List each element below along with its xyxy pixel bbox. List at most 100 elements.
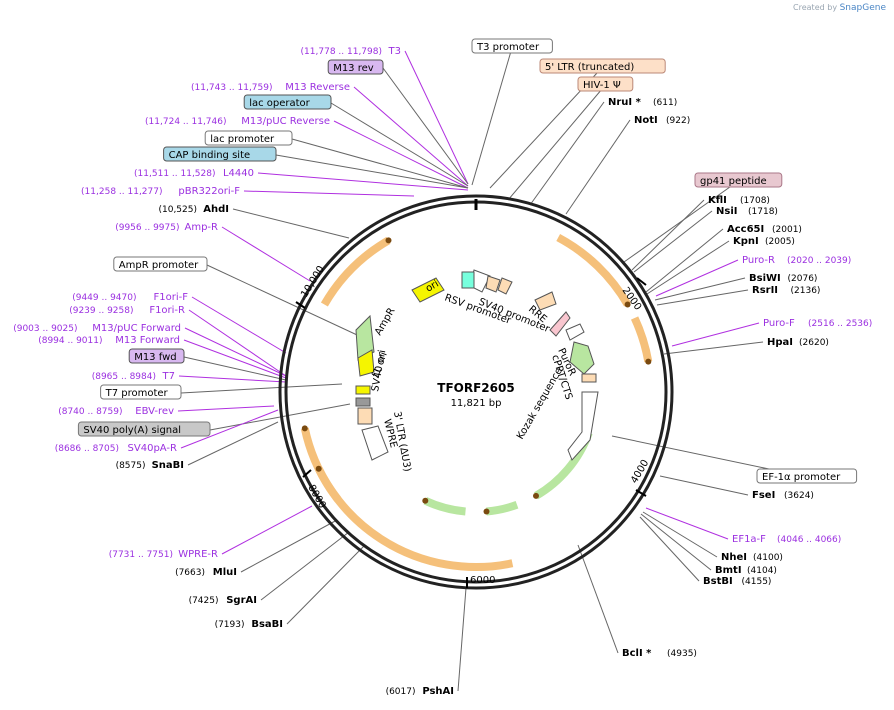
primer-puro-f[interactable]: Puro-F(2516 .. 2536) (763, 318, 872, 329)
primer-f1ori-r-leader (188, 309, 287, 377)
site-bstbi-text: BstBI (703, 576, 733, 587)
primer-m13-puc-forward[interactable]: M13/pUC Forward(9003 .. 9025) (13, 323, 181, 334)
site-nrui[interactable]: NruI *(611) (608, 97, 677, 108)
primer-m13-forward[interactable]: M13 Forward(8994 .. 9011) (38, 335, 180, 346)
feature-arc-green-low (423, 497, 466, 516)
site-snabi[interactable]: SnaBI(8575) (116, 460, 184, 471)
site-ahdi[interactable]: AhdI(10,525) (158, 204, 229, 215)
primer-puro-r-leader (655, 259, 739, 297)
lac-elements-block (461, 271, 475, 289)
feature-m13-fwd[interactable]: M13 fwd (128, 348, 185, 364)
feature-sv40-poly-a-signal[interactable]: SV40 poly(A) signal (77, 421, 211, 437)
feature-gp41-peptide[interactable]: gp41 peptide (694, 172, 783, 188)
site-mlui[interactable]: MluI(7663) (175, 567, 237, 578)
site-noti[interactable]: NotI(922) (634, 115, 690, 126)
sv40-promoter-block (565, 323, 585, 341)
primer-ebv-rev-position: (8740 .. 8759) (58, 407, 122, 417)
feature-t7-promoter-text: T7 promoter (105, 388, 169, 399)
site-bsiwi-leader (654, 277, 746, 301)
feature-t3-promoter-text: T3 promoter (476, 42, 540, 53)
primer-f1ori-r[interactable]: F1ori-R(9239 .. 9258) (69, 305, 185, 316)
primer-ef1a-f[interactable]: EF1a-F(4046 .. 4066) (732, 534, 841, 545)
feature-ampr-promoter[interactable]: AmpR promoter (113, 256, 208, 272)
feature-5-ltr-truncated[interactable]: 5' LTR (truncated) (539, 58, 666, 74)
primer-ebv-rev[interactable]: EBV-rev(8740 .. 8759) (58, 406, 174, 417)
site-sgrai[interactable]: SgrAI(7425) (189, 595, 257, 606)
site-rsrii[interactable]: RsrII(2136) (752, 285, 820, 296)
feature-lac-promoter-leader (291, 138, 469, 189)
site-bsabi[interactable]: BsaBI(7193) (215, 619, 283, 630)
ori-arrow (411, 277, 445, 303)
feature-t7-promoter[interactable]: T7 promoter (100, 384, 182, 400)
site-hpai-text: HpaI (767, 337, 793, 348)
feature-m13-fwd-text: M13 fwd (134, 352, 176, 363)
site-bsiwi[interactable]: BsiWI(2076) (749, 273, 817, 284)
feature-sv40-poly-a-signal-text: SV40 poly(A) signal (83, 425, 181, 436)
feature-m13-rev[interactable]: M13 rev (327, 59, 384, 75)
tick-mark-4000 (635, 489, 647, 497)
ltr-3-block (357, 407, 373, 425)
site-sgrai-text: SgrAI (226, 595, 257, 606)
primer-m13-puc-reverse-text: M13/pUC Reverse (241, 116, 330, 127)
site-bmti[interactable]: BmtI(4104) (715, 565, 777, 576)
site-nrui-leader (529, 101, 605, 206)
site-nsii-leader (633, 210, 713, 273)
site-bcli[interactable]: BclI *(4935) (622, 648, 697, 659)
feature-gp41-peptide-box (694, 172, 783, 188)
feature-lac-promoter[interactable]: lac promoter (204, 130, 293, 146)
site-bsiwi-text: BsiWI (749, 273, 781, 284)
polya-block (355, 397, 371, 407)
primer-f1ori-f-text: F1ori-F (154, 292, 189, 303)
site-bsabi-text: BsaBI (251, 619, 283, 630)
site-kfli[interactable]: KflI (1708) (708, 195, 770, 206)
primer-sv40pa-r[interactable]: SV40pA-R(8686 .. 8705) (55, 443, 177, 454)
wpre-block (361, 425, 389, 461)
site-acc65i[interactable]: Acc65I(2001) (727, 224, 802, 235)
f1-ori-block (357, 349, 375, 377)
primer-m13-puc-forward-position: (9003 .. 9025) (13, 324, 77, 334)
feature-ef-1-promoter[interactable]: EF-1α promoter (756, 468, 858, 484)
site-noti-leader (565, 119, 631, 215)
primer-f1ori-f[interactable]: F1ori-F (9449 .. 9470) (72, 292, 188, 303)
feature-t3-promoter[interactable]: T3 promoter (471, 38, 553, 54)
backbone-rings (278, 194, 674, 590)
primer-t7[interactable]: T7(8965 .. 8984) (92, 371, 175, 382)
primer-ebv-rev-leader (177, 405, 275, 412)
feature-m13-rev-text: M13 rev (333, 63, 374, 74)
site-pshai[interactable]: PshAI(6017) (386, 686, 454, 697)
primer-pbr322ori-f[interactable]: pBR322ori-F(11,258 .. 11,277) (81, 186, 240, 197)
plasmid-name: TFORF2605 (437, 381, 514, 395)
site-kpni[interactable]: KpnI(2005) (733, 236, 795, 247)
site-fsei[interactable]: FseI(3624) (752, 490, 814, 501)
feature-lac-promoter-box (204, 130, 293, 146)
primer-wpre-r[interactable]: WPRE-R(7731 .. 7751) (109, 549, 218, 560)
site-hpai[interactable]: HpaI(2620) (767, 337, 829, 348)
primer-pbr322ori-f-leader (243, 190, 415, 197)
leader-lines (177, 46, 807, 692)
site-bstbi[interactable]: BstBI(4155) (703, 576, 771, 587)
primer-f1ori-f-position: (9449 .. 9470) (72, 293, 136, 303)
site-mlui-text: MluI (213, 567, 237, 578)
site-nsii-position: (1718) (748, 207, 778, 217)
feature-hiv-1[interactable]: HIV-1 Ψ (577, 76, 634, 92)
site-nhei[interactable]: NheI(4100) (721, 552, 783, 563)
site-nsii[interactable]: NsiI(1718) (716, 206, 778, 217)
plasmid-length: 11,821 bp (451, 398, 502, 409)
primer-m13-puc-reverse[interactable]: M13/pUC Reverse(11,724 .. 11,746) (145, 116, 330, 127)
feature-lac-operator[interactable]: lac operator (243, 94, 332, 110)
site-sgrai-leader (260, 531, 350, 601)
site-kfli-position: (1708) (740, 196, 770, 206)
primer-puro-r[interactable]: Puro-R(2020 .. 2039) (742, 255, 851, 266)
primer-t3[interactable]: T3(11,778 .. 11,798) (301, 46, 401, 57)
primer-m13-reverse[interactable]: M13 Reverse(11,743 .. 11,759) (191, 82, 350, 93)
site-nhei-text: NheI (721, 552, 747, 563)
primer-l4440-text: L4440 (223, 168, 254, 179)
primer-amp-r[interactable]: Amp-R(9956 .. 9975) (115, 222, 218, 233)
site-kfli-text: KflI (708, 195, 727, 206)
site-ahdi-leader (232, 208, 350, 239)
feature-cap-binding-site[interactable]: CAP binding site (163, 146, 277, 162)
primer-l4440[interactable]: L4440(11,511 .. 11,528) (134, 168, 254, 179)
site-bmti-position: (4104) (747, 566, 777, 576)
feature-m13-fwd-box (128, 348, 185, 364)
